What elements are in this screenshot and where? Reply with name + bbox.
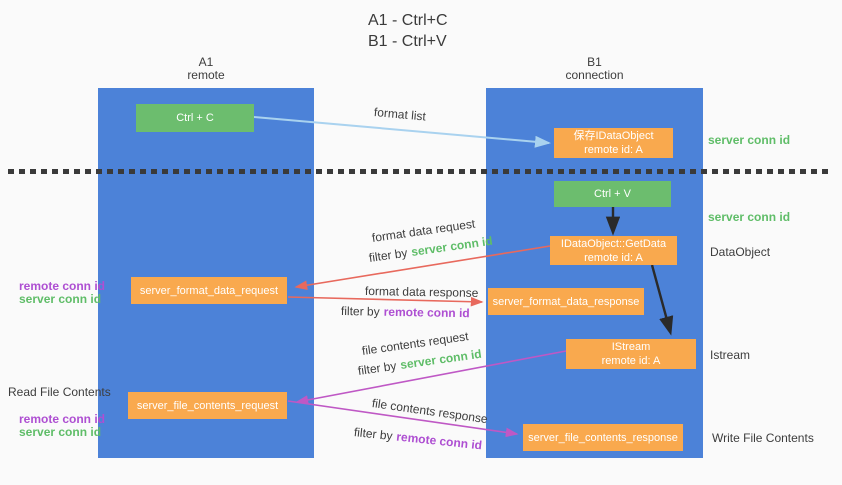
node-ctrl-c-label: Ctrl + C bbox=[176, 112, 214, 124]
node-file-request-label: server_file_contents_request bbox=[136, 399, 279, 412]
label-dataobject: DataObject bbox=[710, 245, 771, 259]
node-ctrl-c: Ctrl + C bbox=[136, 104, 254, 132]
column-header-b1: B1 connection bbox=[486, 56, 703, 82]
node-server-format-data-response: server_format_data_response bbox=[488, 288, 644, 315]
node-idataobject-getdata: IDataObject::GetData remote id: A bbox=[550, 236, 677, 265]
node-istream-line2: remote id: A bbox=[601, 355, 661, 367]
node-istream-line1: IStream bbox=[611, 341, 651, 353]
label-remote-conn-id-a: remote conn id bbox=[19, 279, 106, 293]
filter-remote-conn-id-2: remote conn id bbox=[383, 304, 470, 321]
node-getdata-line2: remote id: A bbox=[584, 251, 643, 264]
column-b1-subtitle: connection bbox=[565, 68, 624, 82]
column-header-a1: A1 remote bbox=[98, 56, 314, 82]
filter-remote-conn-id-4: remote conn id bbox=[395, 429, 483, 453]
label-write-file-contents: Write File Contents bbox=[712, 431, 814, 445]
node-getdata-line1: IDataObject::GetData bbox=[560, 237, 667, 250]
label-read-file-contents: Read File Contents bbox=[8, 385, 111, 399]
filter-by-text-2: filter by bbox=[340, 304, 380, 319]
title-line-1: A1 - Ctrl+C bbox=[368, 12, 448, 29]
node-save-idataobject: 保存IDataObject remote id: A bbox=[554, 128, 673, 158]
filter-by-text-3: filter by bbox=[357, 358, 398, 378]
label-server-conn-id-top: server conn id bbox=[708, 133, 791, 147]
diagram-title: A1 - Ctrl+C B1 - Ctrl+V bbox=[368, 10, 448, 52]
column-a1-name: A1 bbox=[198, 55, 214, 69]
label-server-conn-id-mid: server conn id bbox=[708, 210, 791, 224]
column-a1-subtitle: remote bbox=[187, 68, 225, 82]
node-file-response-label: server_file_contents_response bbox=[528, 431, 678, 444]
node-server-file-contents-request: server_file_contents_request bbox=[128, 392, 287, 419]
phase-divider-dotted-line bbox=[8, 169, 830, 174]
filter-by-text-4: filter by bbox=[353, 425, 394, 444]
filter-by-text-1: filter by bbox=[368, 245, 409, 265]
arrow-label-file-contents-response: file contents response bbox=[371, 396, 489, 427]
arrow-label-format-data-response: format data response bbox=[364, 284, 479, 300]
node-save-idataobject-line1: 保存IDataObject bbox=[573, 130, 654, 142]
label-remote-conn-id-b: remote conn id bbox=[19, 412, 106, 426]
node-ctrl-v-label: Ctrl + V bbox=[594, 188, 631, 200]
node-format-request-label: server_format_data_request bbox=[139, 284, 279, 297]
label-server-conn-id-a: server conn id bbox=[19, 292, 102, 306]
node-save-idataobject-line2: remote id: A bbox=[584, 144, 643, 156]
node-istream: IStream remote id: A bbox=[566, 339, 696, 369]
column-b1-name: B1 bbox=[587, 55, 602, 69]
arrow-label-format-list: format list bbox=[373, 105, 427, 124]
label-istream: Istream bbox=[710, 348, 751, 362]
label-server-conn-id-b: server conn id bbox=[19, 425, 102, 439]
node-format-response-label: server_format_data_response bbox=[492, 295, 640, 308]
node-server-file-contents-response: server_file_contents_response bbox=[523, 424, 683, 451]
title-line-2: B1 - Ctrl+V bbox=[368, 33, 447, 50]
node-ctrl-v: Ctrl + V bbox=[554, 181, 671, 207]
node-server-format-data-request: server_format_data_request bbox=[131, 277, 287, 304]
